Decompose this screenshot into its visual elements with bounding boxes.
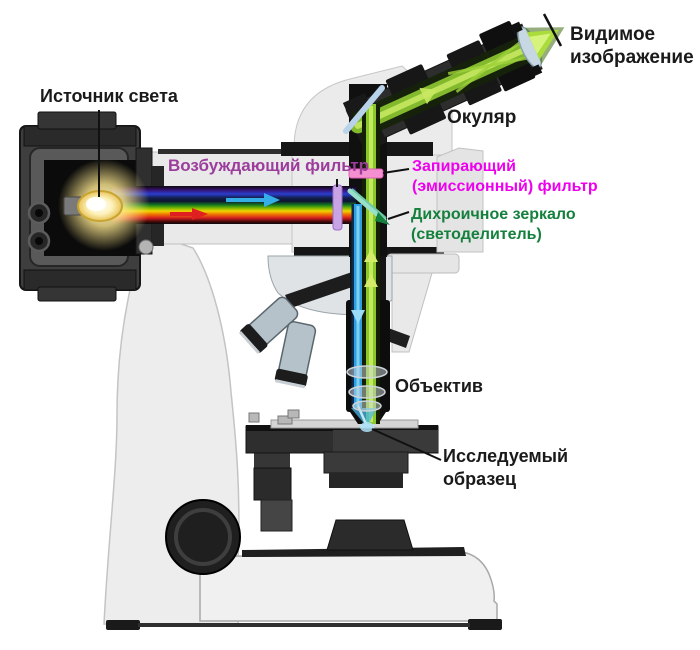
visible-image-line1: Видимое xyxy=(570,24,656,45)
stage-clip xyxy=(277,415,293,425)
specimen-glow xyxy=(360,422,374,432)
leader-specimen xyxy=(371,428,442,461)
specimen-line2: образец xyxy=(443,469,517,489)
substage-condenser-lower xyxy=(329,473,403,488)
dichroic-mirror-line1: Дихроичное зеркало xyxy=(411,206,576,223)
base-foot-left xyxy=(106,620,140,630)
base-bottom-edge xyxy=(138,623,470,627)
connector-knob xyxy=(138,239,154,255)
stage-clip xyxy=(287,409,300,419)
base-foot-right xyxy=(468,619,502,630)
green-up-arrowhead xyxy=(364,249,378,262)
dichroic-mirror-label: Дихроичное зеркало (светоделитель) xyxy=(411,205,576,244)
microscope-base xyxy=(199,550,498,622)
green-up-arrowhead xyxy=(364,274,378,287)
objective-label: Объектив xyxy=(395,376,483,396)
illuminator-tube-top-edge xyxy=(158,149,294,154)
head-support-column xyxy=(391,272,433,353)
eyepiece-label: Окуляр xyxy=(447,107,517,128)
filter-cube-box xyxy=(436,147,484,253)
stage-adjustment-knobs xyxy=(253,449,293,532)
visible-image-line2: изображение xyxy=(570,47,694,68)
focus-knob xyxy=(165,499,241,575)
emission-filter-bar xyxy=(348,168,384,179)
specimen-slide xyxy=(270,419,419,429)
leader-emission-filter xyxy=(382,168,410,174)
excitation-filter-label: Возбуждающий фильтр xyxy=(168,156,369,175)
spare-objective-left xyxy=(238,296,299,354)
dichroic-mirror-edge xyxy=(351,188,387,219)
prism-mirror xyxy=(343,85,385,134)
lamp-bulb xyxy=(58,159,150,251)
condenser-housing xyxy=(326,519,414,551)
emission-filter-line1: Запирающий xyxy=(412,158,516,175)
substage-condenser xyxy=(323,451,409,474)
emission-filter-line2: (эмиссионный) фильтр xyxy=(412,177,598,195)
red-ray-arrowhead xyxy=(192,208,208,220)
stage xyxy=(245,409,439,488)
blue-down-arrowhead xyxy=(351,310,365,324)
green-ray-arrowhead xyxy=(419,87,437,105)
nosepiece-band xyxy=(285,272,358,308)
image-plane-marker xyxy=(542,13,563,47)
excitation-filter-bar xyxy=(332,184,343,231)
light-source-label: Источник света xyxy=(40,86,178,106)
dichroic-mirror-line2: (светоделитель) xyxy=(411,225,542,243)
blue-ray-arrowhead xyxy=(264,193,280,207)
specimen-line1: Исследуемый xyxy=(443,446,569,466)
specimen-label: Исследуемый образец xyxy=(443,445,568,491)
emission-filter-label: Запирающий (эмиссионный) фильтр xyxy=(412,157,598,196)
objective-lenses xyxy=(346,365,388,412)
stage-clip xyxy=(248,412,260,423)
white-light-beam xyxy=(112,186,356,224)
visible-image-label: Видимое изображение xyxy=(570,23,694,69)
eyepiece-tube xyxy=(342,21,565,153)
spare-objective-middle xyxy=(274,321,317,389)
leader-dichroic xyxy=(387,211,410,220)
head-right-block xyxy=(386,253,460,274)
dichroic-pointer xyxy=(375,212,390,225)
